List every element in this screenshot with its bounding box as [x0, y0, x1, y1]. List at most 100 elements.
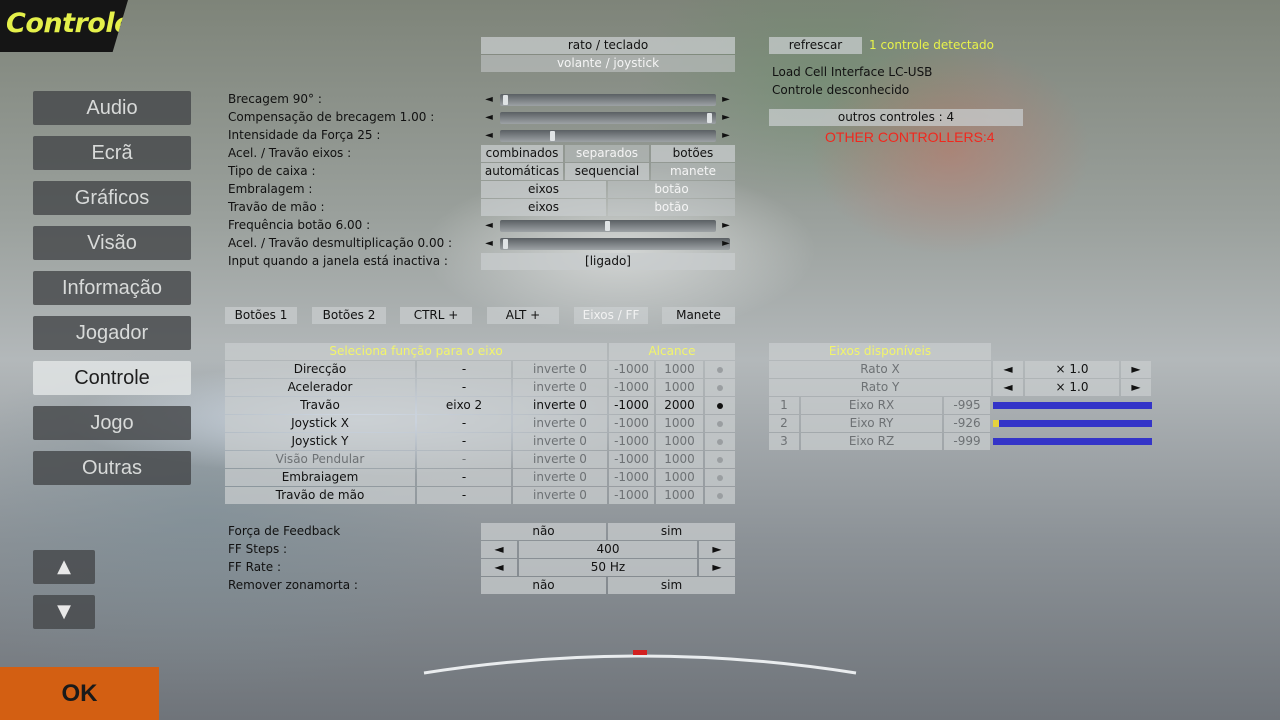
ff-rate-left[interactable]: ◄: [481, 559, 517, 576]
force-right-arrow[interactable]: ►: [722, 130, 730, 141]
nav-game[interactable]: Jogo: [33, 406, 191, 440]
handbrake-button[interactable]: botão: [608, 199, 735, 216]
range-min[interactable]: -1000: [609, 469, 654, 486]
gearbox-shifter[interactable]: manete: [651, 163, 735, 180]
nav-view[interactable]: Visão: [33, 226, 191, 260]
range-max[interactable]: 1000: [656, 415, 703, 432]
invert-toggle[interactable]: inverte 0: [513, 379, 607, 396]
mouse-y-scale-right[interactable]: ►: [1121, 379, 1151, 396]
axis-function-name[interactable]: Visão Pendular: [225, 451, 415, 468]
axis-function-name[interactable]: Direcção: [225, 361, 415, 378]
freq-right-arrow[interactable]: ►: [722, 220, 730, 231]
brake-comp-left-arrow[interactable]: ◄: [485, 112, 493, 123]
range-max[interactable]: 1000: [656, 487, 703, 504]
gearbox-automatic[interactable]: automáticas: [481, 163, 563, 180]
nav-other[interactable]: Outras: [33, 451, 191, 485]
range-min[interactable]: -1000: [609, 433, 654, 450]
tab-shifter[interactable]: Manete: [662, 307, 735, 324]
mouse-x-scale-left[interactable]: ◄: [993, 361, 1023, 378]
axis-function-name[interactable]: Joystick X: [225, 415, 415, 432]
invert-toggle[interactable]: inverte 0: [513, 487, 607, 504]
brake-comp-slider[interactable]: [500, 112, 716, 124]
slider-knob[interactable]: [550, 131, 555, 141]
range-max[interactable]: 1000: [656, 379, 703, 396]
scroll-down-button[interactable]: ▼: [33, 595, 95, 629]
mode-mouse-keyboard[interactable]: rato / teclado: [481, 37, 735, 54]
nav-screen[interactable]: Ecrã: [33, 136, 191, 170]
slider-knob[interactable]: [707, 113, 712, 123]
range-max[interactable]: 1000: [656, 469, 703, 486]
tab-buttons-2[interactable]: Botões 2: [312, 307, 386, 324]
invert-toggle[interactable]: inverte 0: [513, 451, 607, 468]
range-min[interactable]: -1000: [609, 397, 654, 414]
ff-steps-left[interactable]: ◄: [481, 541, 517, 558]
tab-ctrl[interactable]: CTRL +: [400, 307, 472, 324]
reduction-slider[interactable]: [500, 238, 730, 250]
axis-assignment[interactable]: -: [417, 361, 511, 378]
axis-function-name[interactable]: Travão: [225, 397, 415, 414]
handbrake-axes[interactable]: eixos: [481, 199, 606, 216]
mouse-y-scale-left[interactable]: ◄: [993, 379, 1023, 396]
slider-knob[interactable]: [503, 239, 508, 249]
axis-function-name[interactable]: Acelerador: [225, 379, 415, 396]
range-min[interactable]: -1000: [609, 361, 654, 378]
reduction-right-arrow[interactable]: ►: [722, 238, 730, 249]
ff-rate-right[interactable]: ►: [699, 559, 735, 576]
axis-function-name[interactable]: Embraiagem: [225, 469, 415, 486]
nav-graphics[interactable]: Gráficos: [33, 181, 191, 215]
mode-wheel-joystick[interactable]: volante / joystick: [481, 55, 735, 72]
mouse-x-scale-right[interactable]: ►: [1121, 361, 1151, 378]
mouse-y-axis[interactable]: Rato Y: [769, 379, 991, 396]
gearbox-sequential[interactable]: sequencial: [565, 163, 649, 180]
axis-name[interactable]: Eixo RZ: [801, 433, 942, 450]
range-max[interactable]: 1000: [656, 361, 703, 378]
tab-buttons-1[interactable]: Botões 1: [225, 307, 297, 324]
option-separate[interactable]: separados: [565, 145, 649, 162]
range-min[interactable]: -1000: [609, 379, 654, 396]
brake90-slider[interactable]: [500, 94, 716, 106]
brake-comp-right-arrow[interactable]: ►: [722, 112, 730, 123]
tab-axes-ff[interactable]: Eixos / FF: [574, 307, 648, 324]
axis-name[interactable]: Eixo RY: [801, 415, 942, 432]
range-min[interactable]: -1000: [609, 451, 654, 468]
nav-audio[interactable]: Audio: [33, 91, 191, 125]
reduction-left-arrow[interactable]: ◄: [485, 238, 493, 249]
mouse-x-axis[interactable]: Rato X: [769, 361, 991, 378]
axis-function-name[interactable]: Travão de mão: [225, 487, 415, 504]
axis-name[interactable]: Eixo RX: [801, 397, 942, 414]
range-max[interactable]: 1000: [656, 433, 703, 450]
range-max[interactable]: 2000: [656, 397, 703, 414]
axis-assignment[interactable]: -: [417, 433, 511, 450]
invert-toggle[interactable]: inverte 0: [513, 397, 607, 414]
axis-assignment[interactable]: -: [417, 379, 511, 396]
brake90-right-arrow[interactable]: ►: [722, 94, 730, 105]
range-min[interactable]: -1000: [609, 415, 654, 432]
ff-no[interactable]: não: [481, 523, 606, 540]
ff-yes[interactable]: sim: [608, 523, 735, 540]
clutch-button[interactable]: botão: [608, 181, 735, 198]
force-left-arrow[interactable]: ◄: [485, 130, 493, 141]
slider-knob[interactable]: [605, 221, 610, 231]
brake90-left-arrow[interactable]: ◄: [485, 94, 493, 105]
other-controllers-button[interactable]: outros controles : 4: [769, 109, 1023, 126]
range-max[interactable]: 1000: [656, 451, 703, 468]
inactive-input-toggle[interactable]: [ligado]: [481, 253, 735, 270]
option-buttons[interactable]: botões: [651, 145, 735, 162]
option-combined[interactable]: combinados: [481, 145, 563, 162]
axis-assignment[interactable]: -: [417, 469, 511, 486]
force-slider[interactable]: [500, 130, 716, 142]
ok-button[interactable]: OK: [0, 667, 159, 720]
clutch-axes[interactable]: eixos: [481, 181, 606, 198]
axis-assignment[interactable]: -: [417, 487, 511, 504]
freq-left-arrow[interactable]: ◄: [485, 220, 493, 231]
scroll-up-button[interactable]: ▲: [33, 550, 95, 584]
deadzone-no[interactable]: não: [481, 577, 606, 594]
nav-controls[interactable]: Controle: [33, 361, 191, 395]
ff-steps-right[interactable]: ►: [699, 541, 735, 558]
tab-alt[interactable]: ALT +: [487, 307, 559, 324]
nav-player[interactable]: Jogador: [33, 316, 191, 350]
invert-toggle[interactable]: inverte 0: [513, 361, 607, 378]
slider-knob[interactable]: [503, 95, 508, 105]
axis-assignment[interactable]: eixo 2: [417, 397, 511, 414]
freq-slider[interactable]: [500, 220, 716, 232]
